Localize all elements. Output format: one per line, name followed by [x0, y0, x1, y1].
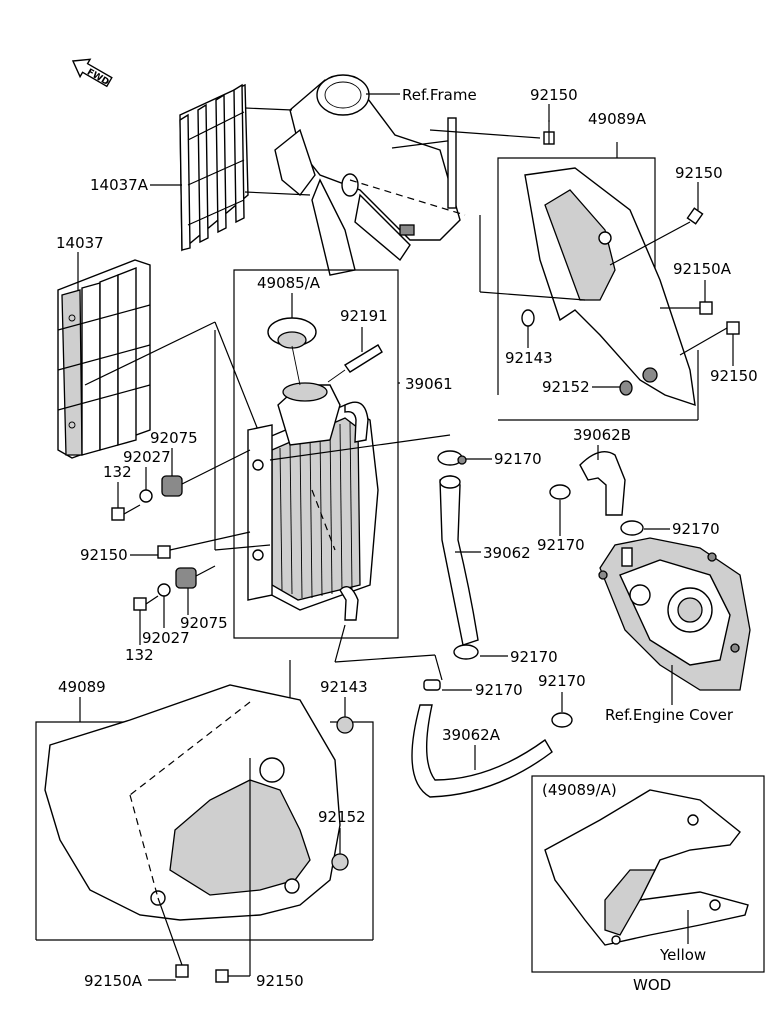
- label-14037A: 14037A: [90, 176, 149, 194]
- engine-cover-illustration: [598, 537, 751, 691]
- bolt-92150A-bottom: [157, 897, 189, 978]
- label-wod: WOD: [633, 976, 671, 994]
- label-92150-bottom: 92150: [256, 972, 304, 990]
- label-39062: 39062: [483, 544, 531, 562]
- label-92150-top: 92150: [530, 86, 578, 104]
- grommet-92075-b: [175, 565, 216, 589]
- clamp-92170-e: [423, 679, 441, 691]
- label-132-b: 132: [125, 646, 154, 664]
- collar-92027-b: [157, 583, 171, 597]
- bolt-132-b: [133, 595, 159, 611]
- label-92170-f: 92170: [538, 672, 586, 690]
- clamp-92170-b: [549, 484, 571, 500]
- label-92143-right: 92143: [505, 349, 553, 367]
- clamp-92170-d: [453, 644, 479, 660]
- bolt-92150A-right: [660, 301, 713, 315]
- label-92075-b: 92075: [180, 614, 228, 632]
- label-ref-engine-cover: Ref.Engine Cover: [605, 706, 734, 724]
- label-39062B: 39062B: [573, 426, 631, 444]
- label-92170-a: 92170: [494, 450, 542, 468]
- label-39062A: 39062A: [442, 726, 501, 744]
- right-shroud-49089A: [479, 142, 699, 421]
- label-92150-right2: 92150: [710, 367, 758, 385]
- label-inset-title: (49089/A): [542, 781, 617, 799]
- label-92170-c: 92170: [672, 520, 720, 538]
- hose-39062A: [411, 704, 553, 798]
- label-92150A-right: 92150A: [673, 260, 732, 278]
- bolt-92150-right2: [679, 321, 740, 356]
- label-92170-b: 92170: [537, 536, 585, 554]
- inset-box: [531, 775, 765, 973]
- washer-92143-b: [336, 716, 354, 734]
- clamp-92170-c: [620, 520, 644, 536]
- label-92152-b: 92152: [318, 808, 366, 826]
- label-14037: 14037: [56, 234, 104, 252]
- bolt-132-a: [111, 504, 141, 521]
- label-132-a: 132: [103, 463, 132, 481]
- left-shroud-49089: [35, 660, 374, 941]
- clamp-92170-f: [551, 712, 573, 728]
- collar-92027-a: [139, 489, 153, 503]
- frame-illustration: [274, 74, 466, 276]
- label-92075-a: 92075: [150, 429, 198, 447]
- label-ref-frame: Ref.Frame: [402, 86, 477, 104]
- bolt-92150-left: [157, 531, 251, 559]
- label-92170-d: 92170: [510, 648, 558, 666]
- label-92150-left: 92150: [80, 546, 128, 564]
- hose-39062: [439, 475, 479, 646]
- label-92170-e: 92170: [475, 681, 523, 699]
- label-92191: 92191: [340, 307, 388, 325]
- radiator-assembly-39061: [214, 269, 451, 639]
- label-92150-right1: 92150: [675, 164, 723, 182]
- label-92150A-bottom: 92150A: [84, 972, 143, 990]
- clamp-92170-a: [437, 450, 467, 466]
- label-yellow: Yellow: [659, 946, 706, 964]
- grommet-92152-b: [331, 853, 349, 871]
- label-92152-right: 92152: [542, 378, 590, 396]
- bolt-92150-right1: [609, 207, 704, 266]
- label-39061: 39061: [405, 375, 453, 393]
- label-92027-b: 92027: [142, 629, 190, 647]
- radiator-grille-14037: [57, 259, 151, 459]
- hose-39062B: [579, 451, 626, 516]
- fwd-arrow-icon: FWD: [71, 58, 113, 88]
- label-49089: 49089: [58, 678, 106, 696]
- label-49085A: 49085/A: [257, 274, 321, 292]
- label-92143-b: 92143: [320, 678, 368, 696]
- label-92027-a: 92027: [123, 448, 171, 466]
- radiator-fins: [279, 421, 353, 599]
- grommet-92075-a: [161, 449, 251, 497]
- bolt-92150-top: [429, 120, 555, 145]
- bolt-92150-bottom: [215, 758, 251, 983]
- label-49089A: 49089A: [588, 110, 647, 128]
- shroud-grille-14037A: [179, 83, 311, 252]
